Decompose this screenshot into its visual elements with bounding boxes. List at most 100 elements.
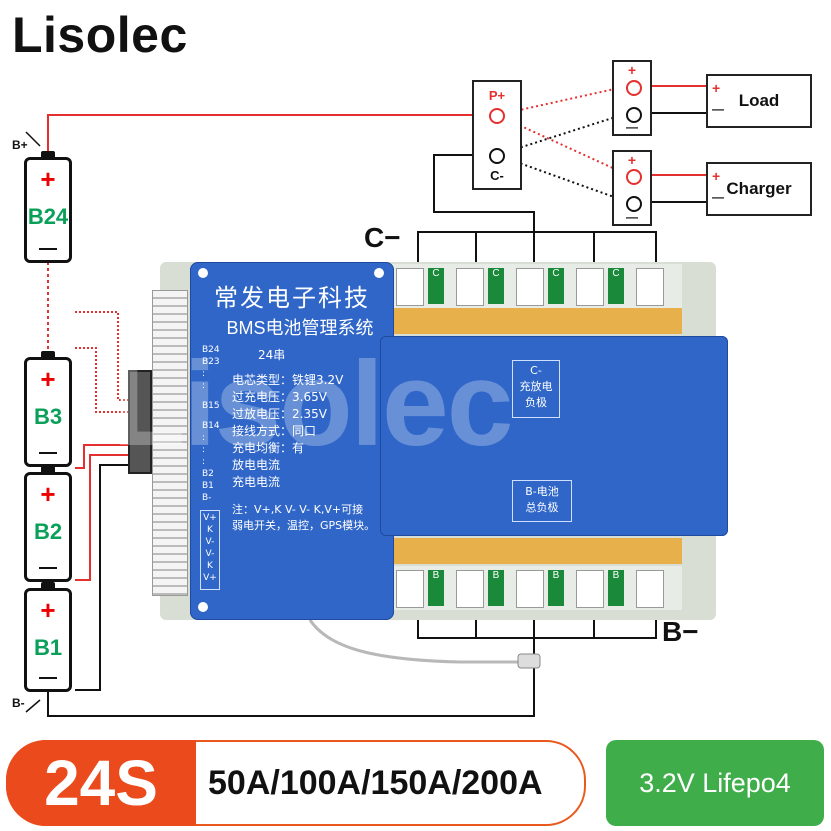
b-plus-wire <box>47 114 492 152</box>
load-terminal-box: + — <box>612 60 652 136</box>
b-pad <box>516 570 544 608</box>
b-pad-letter: B <box>552 570 560 581</box>
output-terminal-box: P+ C- <box>472 80 522 190</box>
pin-label: : <box>202 433 206 443</box>
board-subtitle: BMS电池管理系统 <box>226 318 374 338</box>
charger-box-plus: + <box>712 168 721 184</box>
pin-label: : <box>202 445 206 455</box>
note-line: 充放电 <box>519 380 553 393</box>
balance-wire-b24 <box>75 311 130 401</box>
watermark: Lisolec <box>112 337 513 471</box>
c-mosfet: C <box>608 268 624 304</box>
mount-hole <box>374 268 384 278</box>
cell-terminal <box>41 151 55 159</box>
c-minus-terminal-icon <box>489 148 505 164</box>
bms-board-right <box>380 336 728 536</box>
series-badge: 24S 50A/100A/150A/200A <box>6 740 586 826</box>
load-label: Load <box>738 91 780 110</box>
load-box-minus: — <box>712 102 724 116</box>
load-plus-terminal-icon <box>626 80 642 96</box>
mount-hole <box>198 602 208 612</box>
spec-line: 电芯类型：铁锂3.2V <box>232 373 344 387</box>
balance-connector <box>128 370 152 474</box>
ctrl-pin-label: K <box>207 561 213 571</box>
balance-header-pins <box>152 290 188 596</box>
ctrl-pin-label: V+ <box>203 573 217 583</box>
board-specs: 电芯类型：铁锂3.2V 过充电压：3.65V 过放电压：2.35V 接线方式：同… <box>232 372 343 491</box>
b-minus-main-wire <box>47 638 535 717</box>
minus-icon <box>39 677 57 679</box>
b-plus-label: B+ <box>12 138 28 152</box>
c-mosfet: C <box>488 268 504 304</box>
charger-label: Charger <box>726 179 792 198</box>
plus-icon: + <box>40 479 56 509</box>
balance-wire-b2 <box>75 444 130 469</box>
c-pad <box>636 268 664 306</box>
board-company: 常发电子科技 <box>214 285 370 312</box>
note-line: 总负极 <box>525 501 559 514</box>
spec-line: 充电电流 <box>232 475 281 489</box>
pin-label: B23 <box>202 357 220 367</box>
p-plus-terminal-icon <box>489 108 505 124</box>
load-box-plus: + <box>712 80 721 96</box>
b-mosfet: B <box>488 570 504 606</box>
b-pad <box>576 570 604 608</box>
control-port: V+ K V- V- K V+ <box>200 510 220 590</box>
charger-plus-label: + <box>627 152 637 168</box>
minus-icon <box>39 248 57 250</box>
c-pad <box>576 268 604 306</box>
note-line: C- <box>530 364 542 377</box>
b-busbar <box>392 538 682 564</box>
plus-icon: + <box>40 595 56 625</box>
c-mosfet: C <box>428 268 444 304</box>
minus-icon <box>39 452 57 454</box>
cell-terminal <box>41 351 55 359</box>
c-minus-main-wire <box>433 154 535 232</box>
spec-line: 过充电压：3.65V <box>232 390 327 404</box>
board-series: 24串 <box>258 348 286 362</box>
b-mosfet: B <box>428 570 444 606</box>
pin-label: B15 <box>202 401 220 411</box>
pin-label: B24 <box>202 345 220 355</box>
temperature-probe-wire <box>308 619 520 664</box>
spec-line: 过放电压：2.35V <box>232 407 327 421</box>
charger-box: + — Charger <box>706 162 812 216</box>
note-line: 负极 <box>525 396 547 409</box>
cell-b1: + B1 <box>24 582 72 692</box>
c-pad-letter: C <box>552 268 560 279</box>
pin-label: : <box>202 457 206 467</box>
b-mosfet: B <box>548 570 564 606</box>
temperature-probe <box>517 653 541 669</box>
b-pad-letter: B <box>492 570 500 581</box>
load-minus-terminal-icon <box>626 107 642 123</box>
c-busbar <box>392 308 682 334</box>
balance-wire-bminus <box>75 464 130 691</box>
cell-label: B1 <box>33 635 63 660</box>
plus-icon: + <box>40 364 56 394</box>
cell-b2: + B2 <box>24 466 72 582</box>
note-line: 弱电开关，温控，GPS模块。 <box>232 519 376 532</box>
mount-hole <box>198 268 208 278</box>
b-minus-bus-label: B− <box>662 616 699 647</box>
c-minus-bus <box>417 231 657 268</box>
balance-wire-b1 <box>75 454 130 581</box>
charger-minus-label: — <box>626 210 638 224</box>
ctrl-pin-label: V+ <box>203 513 217 523</box>
ctrl-pin-label: V- <box>205 549 215 559</box>
pin-label: B2 <box>202 469 214 479</box>
series-count: 24S <box>6 740 196 826</box>
load-plus-label: + <box>627 62 637 78</box>
p-plus-to-charger-dotted <box>496 114 629 176</box>
pin-labels-top: B24 B23 : : B15 <box>202 344 220 412</box>
spec-line: 接线方式：同口 <box>232 424 317 438</box>
p-plus-label: P+ <box>488 88 506 103</box>
chemistry-badge: 3.2V Lifepo4 <box>606 740 824 826</box>
spec-line: 放电电流 <box>232 458 281 472</box>
cell-label: B24 <box>27 204 69 229</box>
cell-b24: + B24 <box>24 151 72 263</box>
b-minus-label: B- <box>12 696 25 710</box>
ctrl-pin-label: V- <box>205 537 215 547</box>
charger-minus-terminal-icon <box>626 196 642 212</box>
load-box: + — Load <box>706 74 812 128</box>
board-note: 注：V+,K V- V- K,V+可接 弱电开关，温控，GPS模块。 <box>232 502 375 534</box>
